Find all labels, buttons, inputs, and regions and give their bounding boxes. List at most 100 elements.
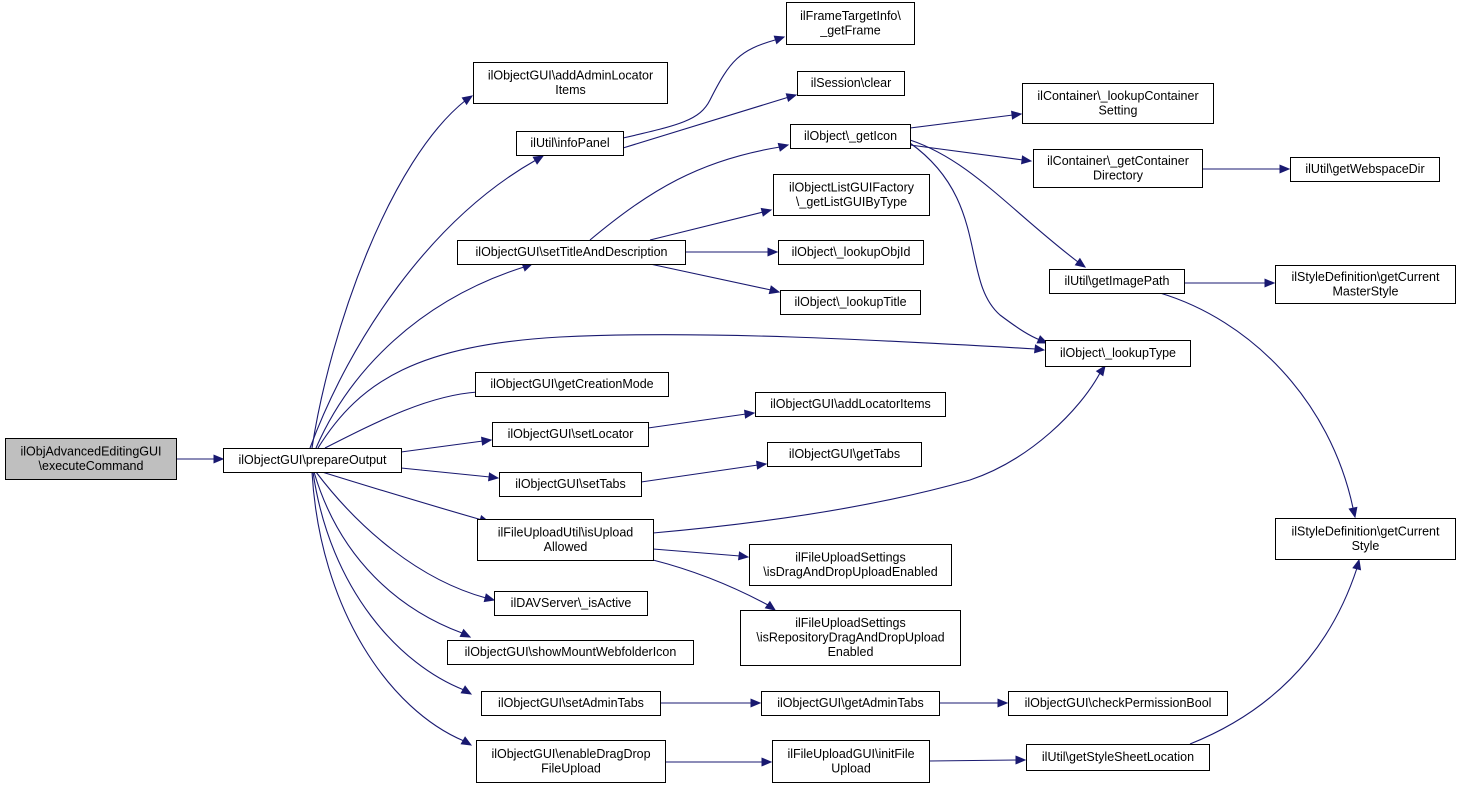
edge-setLocator-to-addLocatorItems bbox=[647, 409, 756, 429]
node-label: ilFrameTargetInfo\ bbox=[800, 9, 901, 23]
node-box bbox=[773, 174, 930, 216]
edge-line bbox=[311, 99, 467, 449]
node-get-image-path[interactable]: ilUtil\getImagePath bbox=[1049, 269, 1185, 294]
arrowhead-icon bbox=[1095, 364, 1106, 377]
node-label: ilUtil\getStyleSheetLocation bbox=[1042, 750, 1194, 764]
node-lookup-type[interactable]: ilObject\_lookupType bbox=[1045, 340, 1191, 367]
node-label: Allowed bbox=[544, 540, 588, 554]
node-show-mount-webfolder-icon[interactable]: ilObjectGUI\showMountWebfolderIcon bbox=[447, 640, 694, 665]
arrowhead-icon bbox=[213, 454, 225, 464]
node-get-admin-tabs[interactable]: ilObjectGUI\getAdminTabs bbox=[761, 691, 940, 716]
edge-line bbox=[315, 471, 487, 599]
arrowhead-icon bbox=[459, 628, 472, 638]
edge-getIcon-to-lookupContainerSetting bbox=[909, 110, 1023, 129]
call-nodes: ilObjAdvancedEditingGUI\executeCommand il… bbox=[5, 2, 1456, 783]
node-label: ilObject\_getIcon bbox=[804, 129, 897, 143]
edge-isUploadAllowed-to-isRepositoryDragAndDropUploadEnabled bbox=[652, 559, 777, 611]
node-set-locator[interactable]: ilObjectGUI\setLocator bbox=[492, 422, 649, 447]
node-set-title-and-description[interactable]: ilObjectGUI\setTitleAndDescription bbox=[457, 240, 686, 265]
edge-line bbox=[400, 440, 484, 453]
node-get-creation-mode[interactable]: ilObjectGUI\getCreationMode bbox=[475, 372, 669, 397]
arrowhead-icon bbox=[483, 593, 496, 603]
node-session-clear[interactable]: ilSession\clear bbox=[797, 71, 905, 96]
arrowhead-icon bbox=[1036, 335, 1049, 344]
edge-prepareOutput-to-enableDragDropFileUpload bbox=[311, 471, 473, 746]
node-label: ilContainer\_getContainer bbox=[1047, 154, 1189, 168]
node-get-frame[interactable]: ilFrameTargetInfo\_getFrame bbox=[786, 2, 915, 45]
node-lookup-title[interactable]: ilObject\_lookupTitle bbox=[780, 290, 921, 315]
node-label: ilFileUploadSettings bbox=[795, 550, 905, 564]
node-set-admin-tabs[interactable]: ilObjectGUI\setAdminTabs bbox=[481, 691, 661, 716]
arrowhead-icon bbox=[767, 247, 779, 257]
node-check-permission-bool[interactable]: ilObjectGUI\checkPermissionBool bbox=[1008, 691, 1228, 716]
node-label: FileUpload bbox=[541, 761, 601, 775]
edge-setTitleAndDescription-to-getListGUIByType bbox=[649, 207, 773, 241]
node-label: ilFileUploadUtil\isUpload bbox=[498, 525, 634, 539]
node-is-repository-drag-and-drop-upload-enabled[interactable]: ilFileUploadSettings\isRepositoryDragAnd… bbox=[740, 610, 961, 666]
node-get-webspace-dir[interactable]: ilUtil\getWebspaceDir bbox=[1290, 157, 1440, 182]
edge-infoPanel-to-sessionClear bbox=[622, 93, 798, 149]
node-info-panel[interactable]: ilUtil\infoPanel bbox=[516, 131, 624, 156]
arrowhead-icon bbox=[768, 285, 781, 295]
arrowhead-icon bbox=[488, 472, 500, 482]
node-root: ilObjAdvancedEditingGUI\executeCommand bbox=[5, 438, 177, 480]
arrowhead-icon bbox=[764, 600, 777, 611]
node-label: ilObjectGUI\getTabs bbox=[789, 447, 900, 461]
edge-line bbox=[400, 467, 491, 478]
node-label: ilObjectGUI\setLocator bbox=[508, 427, 634, 441]
arrowhead-icon bbox=[532, 155, 545, 165]
edge-getImagePath-to-getCurrentStyle bbox=[1159, 292, 1358, 519]
node-label: ilObject\_lookupObjId bbox=[792, 245, 911, 259]
edge-isUploadAllowed-to-isDragAndDropUploadEnabled bbox=[652, 548, 750, 561]
node-box bbox=[481, 691, 661, 716]
arrowhead-icon bbox=[460, 685, 473, 695]
edge-setTabs-to-getTabs bbox=[640, 460, 768, 483]
node-box bbox=[1026, 744, 1210, 771]
arrowhead-icon bbox=[756, 460, 768, 470]
node-box bbox=[1275, 265, 1456, 304]
node-box bbox=[772, 740, 930, 783]
edge-line bbox=[652, 559, 769, 606]
node-box bbox=[786, 2, 915, 45]
node-label: ilStyleDefinition\getCurrent bbox=[1292, 270, 1441, 284]
arrowhead-icon bbox=[460, 736, 473, 746]
node-get-icon[interactable]: ilObject\_getIcon bbox=[790, 124, 911, 149]
node-box bbox=[457, 240, 686, 265]
node-get-style-sheet-location[interactable]: ilUtil\getStyleSheetLocation bbox=[1026, 744, 1210, 771]
node-label: ilObjectGUI\showMountWebfolderIcon bbox=[465, 645, 677, 659]
node-add-locator-items[interactable]: ilObjectGUI\addLocatorItems bbox=[755, 392, 946, 417]
node-box bbox=[790, 124, 911, 149]
node-box bbox=[797, 71, 905, 96]
node-get-tabs[interactable]: ilObjectGUI\getTabs bbox=[767, 442, 922, 467]
edge-getImagePath-to-getCurrentMasterStyle bbox=[1184, 278, 1276, 288]
node-lookup-obj-id[interactable]: ilObject\_lookupObjId bbox=[778, 240, 924, 265]
edge-prepareOutput-to-setTabs bbox=[400, 467, 500, 482]
node-label: ilObjectGUI\getAdminTabs bbox=[777, 696, 924, 710]
edge-setTitleAndDescription-to-lookupTitle bbox=[649, 263, 781, 295]
arrowhead-icon bbox=[761, 757, 773, 767]
node-label: ilUtil\getImagePath bbox=[1065, 274, 1170, 288]
node-label: \executeCommand bbox=[39, 459, 144, 473]
arrowhead-icon bbox=[1074, 257, 1087, 268]
node-box bbox=[499, 472, 642, 497]
node-get-list-g-u-i-by-type[interactable]: ilObjectListGUIFactory\_getListGUIByType bbox=[773, 174, 930, 216]
edge-getContainerDirectory-to-getWebspaceDir bbox=[1202, 164, 1291, 174]
node-label: ilObject\_lookupTitle bbox=[794, 295, 906, 309]
node-label: Items bbox=[555, 83, 586, 97]
node-label: MasterStyle bbox=[1333, 284, 1399, 298]
edge-line bbox=[647, 413, 747, 429]
node-prepare-output[interactable]: ilObjectGUI\prepareOutput bbox=[223, 448, 402, 473]
node-set-tabs[interactable]: ilObjectGUI\setTabs bbox=[499, 472, 642, 497]
node-label: Setting bbox=[1099, 103, 1138, 117]
node-is-active[interactable]: ilDAVServer\_isActive bbox=[494, 591, 648, 616]
edge-line bbox=[649, 263, 772, 291]
node-is-drag-and-drop-upload-enabled[interactable]: ilFileUploadSettings\isDragAndDropUpload… bbox=[749, 544, 952, 586]
